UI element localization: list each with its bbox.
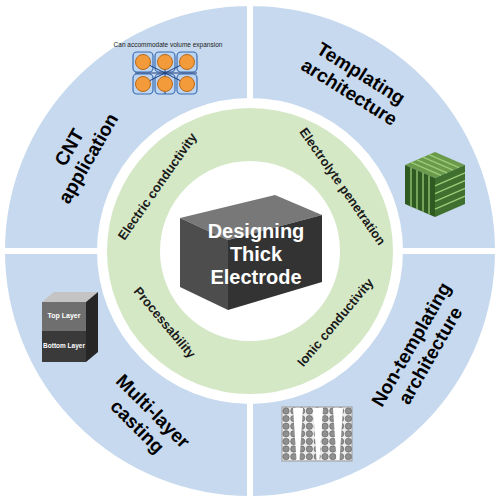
pore-channel [293,408,303,460]
particle [283,453,289,459]
particle [330,446,336,452]
particle [283,415,289,421]
particle [345,453,351,459]
active-particle [136,77,151,92]
pore-channel [313,408,323,460]
template-channel [416,170,417,209]
templating-block [405,152,465,217]
particle [306,453,312,459]
particle [283,446,289,452]
node-outline [250,0,501,251]
illustration-label: Bottom Layer [43,342,85,349]
particle [345,408,351,414]
particle [306,415,312,421]
cnt-cell [133,74,153,94]
pore-channel [333,408,343,460]
particle [306,431,312,437]
strategy-sector: Templating architecture [250,0,501,251]
particle [322,453,328,459]
node-outline [0,0,250,251]
active-particle [158,55,173,70]
particle [283,431,289,437]
nanotube-strand [135,73,197,74]
particle [283,438,289,444]
particle [322,431,328,437]
particle [306,438,312,444]
particle [330,438,336,444]
strategy-sector: CNT application [0,0,250,251]
node-outline [250,251,501,502]
template-channel [422,173,423,212]
particle [322,423,328,429]
particle [291,453,297,459]
node-shape [105,106,395,396]
particle [345,423,351,429]
strategy-sector: Multi-layer casting [0,251,250,502]
strategy-sector: Non-templating architecture [250,251,501,502]
property-label: Ionic conductivity [295,276,377,370]
active-particle [158,77,173,92]
particle [345,438,351,444]
particle [322,438,328,444]
cnt-cell [133,52,153,72]
strategy-label: Multi-layer casting [90,364,200,474]
top-layer [42,302,86,331]
strategy-label: Non-templating architecture [365,273,479,426]
node-shape [250,3,498,251]
particle [306,423,312,429]
cnt-cell [177,52,197,72]
illustration-label: Can accommodate volume expansion [114,41,223,48]
property-label: Electrolyte penetration [296,125,388,248]
node-shape [250,251,498,499]
active-particle [180,77,195,92]
cnt-illustration [133,52,197,94]
strategy-label: Templating architecture [290,31,420,135]
slab-side [86,292,98,362]
template-channel [435,188,465,201]
node-shape [2,251,250,499]
particle [283,408,289,414]
template-channel [435,181,465,194]
center-title: Designing Thick Electrode [195,220,317,289]
template-channel [428,175,429,214]
particle [330,453,336,459]
active-particle [180,55,195,70]
particle [306,446,312,452]
particle [322,415,328,421]
cnt-cell [177,74,197,94]
particle [322,446,328,452]
illustration-label: Top Layer [48,312,81,320]
template-channel [410,168,411,207]
particle [345,431,351,437]
particle [345,415,351,421]
center-circle: Designing Thick Electrode [162,163,338,339]
property-label: Processability [130,284,198,361]
particle [283,423,289,429]
strategy-label: CNT application [32,93,126,212]
particle [345,446,351,452]
non-templating-illustration [282,407,352,461]
multi-layer-slab [42,292,98,362]
property-label: Electric conductivity [116,130,201,243]
electrode-section [282,407,352,461]
node-shape [2,3,250,251]
bottom-layer [42,331,86,362]
active-particle [136,55,151,70]
particle [306,408,312,414]
